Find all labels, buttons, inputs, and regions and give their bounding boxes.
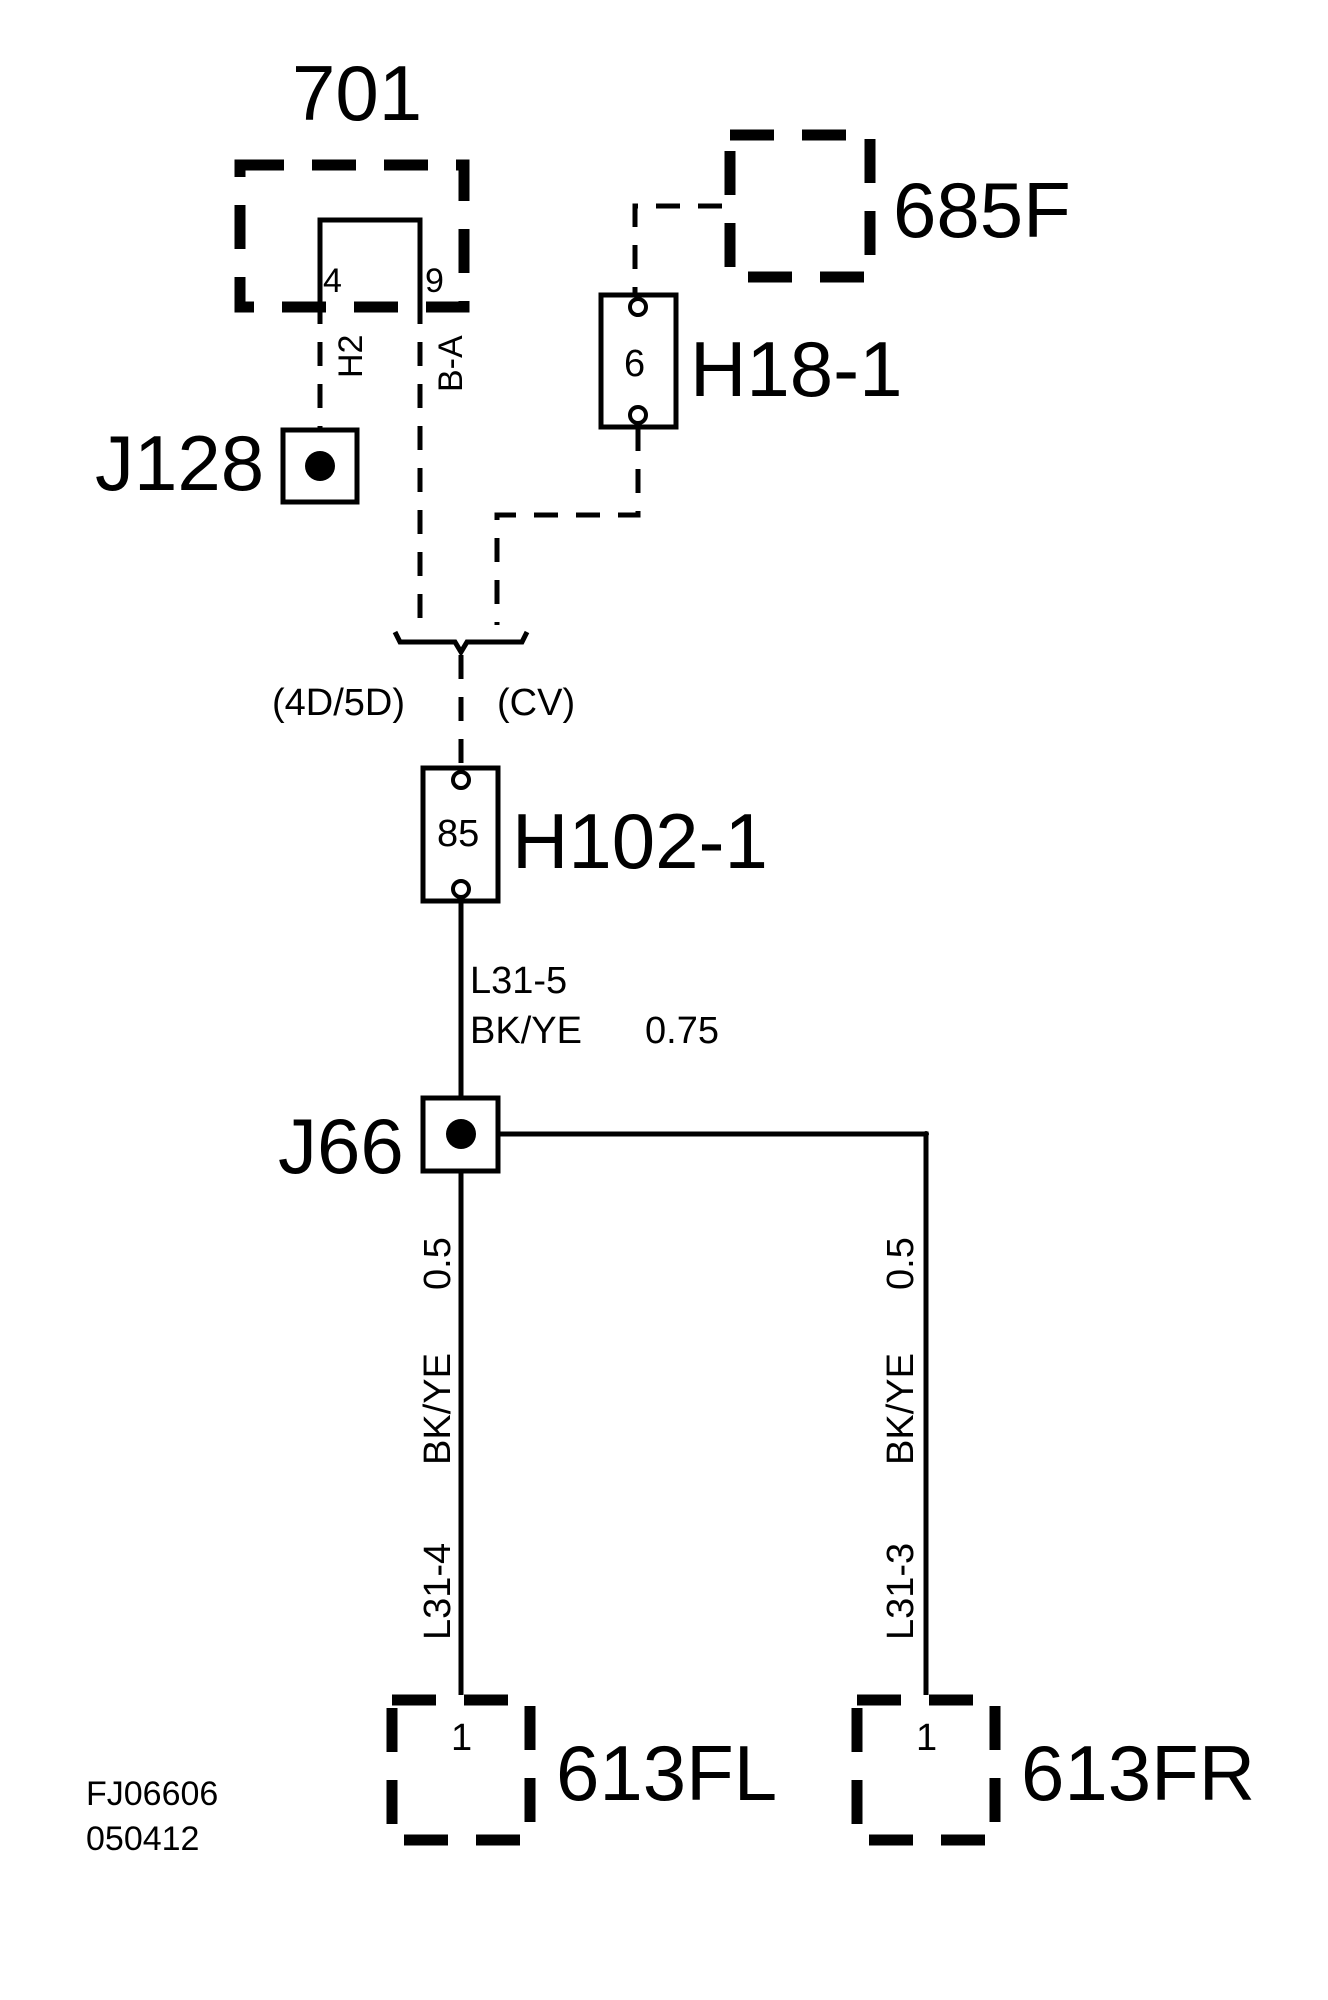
wire-l31-4-id: L31-4 xyxy=(417,1543,459,1640)
connector-h102-pin-bottom xyxy=(451,879,471,899)
wire-h2-label: H2 xyxy=(332,335,370,378)
connector-h18-pin-top xyxy=(628,297,648,317)
footer-code: FJ06606 xyxy=(86,1775,218,1813)
component-685f-label: 685F xyxy=(893,166,1071,254)
connector-h18-pin-bottom xyxy=(628,405,648,425)
connector-h102-label: H102-1 xyxy=(512,797,768,885)
connector-h18-pin: 6 xyxy=(624,343,645,385)
wire-685f-h18 xyxy=(632,203,722,295)
connector-h102-pin: 85 xyxy=(437,813,479,855)
wire-l31-5-color: BK/YE xyxy=(470,1010,582,1052)
connector-h102-box xyxy=(420,765,501,904)
joint-j66-label: J66 xyxy=(278,1102,404,1190)
component-613fr-pin: 1 xyxy=(916,1717,937,1759)
component-613fl-pin: 1 xyxy=(451,1717,472,1759)
component-701-internal-wire xyxy=(317,217,423,300)
component-613fr-label: 613FR xyxy=(1021,1729,1255,1817)
component-685f-box xyxy=(724,129,876,283)
wire-l31-5-size: 0.75 xyxy=(645,1010,719,1052)
wire-l31-5-id: L31-5 xyxy=(470,960,567,1002)
connector-h18-label: H18-1 xyxy=(690,325,902,413)
component-701-box xyxy=(234,159,470,313)
joint-j66-dot xyxy=(446,1119,476,1149)
wire-b-a-label: B-A xyxy=(432,335,470,392)
joint-j128-label: J128 xyxy=(95,419,264,507)
footer-date: 050412 xyxy=(86,1820,199,1858)
connector-h18-box xyxy=(598,292,679,430)
variant-4d5d-label: (4D/5D) xyxy=(272,682,405,724)
wire-h18-down xyxy=(494,427,641,625)
wire-l31-3-color: BK/YE xyxy=(880,1353,922,1465)
pin-701-right: 9 xyxy=(425,262,444,300)
wire-l31-3-size: 0.5 xyxy=(880,1237,922,1290)
variant-cv-label: (CV) xyxy=(497,682,575,724)
wire-l31-4-size: 0.5 xyxy=(417,1237,459,1290)
pin-701-left: 4 xyxy=(323,262,342,300)
wire-l31-3-id: L31-3 xyxy=(880,1543,922,1640)
wire-l31-4-color: BK/YE xyxy=(417,1353,459,1465)
joint-j128-dot xyxy=(305,451,335,481)
connector-h102-pin-top xyxy=(451,770,471,790)
component-613fl-label: 613FL xyxy=(556,1729,777,1817)
variant-splice-bracket xyxy=(392,630,530,657)
component-701-label: 701 xyxy=(292,49,422,137)
wire-l31-3 xyxy=(498,1131,929,1695)
branch-node xyxy=(923,1131,929,1137)
